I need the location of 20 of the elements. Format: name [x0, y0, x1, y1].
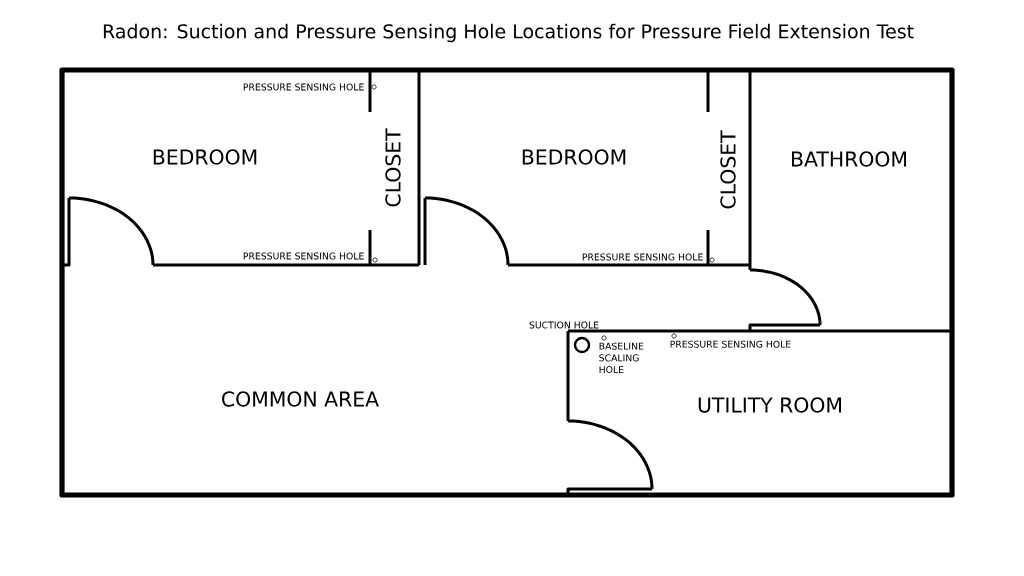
hole-marker — [601, 335, 607, 341]
room-label: CLOSET — [720, 130, 736, 209]
title: Radon: Suction and Pressure Sensing Hole Locations for Pressure Field Extension Test — [103, 23, 914, 43]
hole-marker — [371, 84, 377, 90]
room-label: BATHROOM — [792, 151, 907, 167]
hole-marker — [573, 336, 591, 354]
room-label: UTILITY ROOM — [698, 397, 841, 413]
hole-label: SUCTION HOLE — [529, 321, 599, 329]
hole-marker — [709, 257, 715, 263]
hole-label: BASELINE SCALING HOLE — [599, 342, 644, 374]
hole-label: PRESSURE SENSING HOLE — [243, 83, 364, 91]
hole-label: PRESSURE SENSING HOLE — [670, 340, 791, 348]
hole-marker — [671, 333, 677, 339]
room-label: BEDROOM — [522, 149, 626, 165]
room-label: CLOSET — [385, 128, 401, 207]
room-label: COMMON AREA — [222, 391, 379, 407]
hole-label: PRESSURE SENSING HOLE — [243, 252, 364, 260]
hole-marker — [372, 257, 378, 263]
hole-label: PRESSURE SENSING HOLE — [582, 253, 703, 261]
room-label: BEDROOM — [153, 149, 257, 165]
